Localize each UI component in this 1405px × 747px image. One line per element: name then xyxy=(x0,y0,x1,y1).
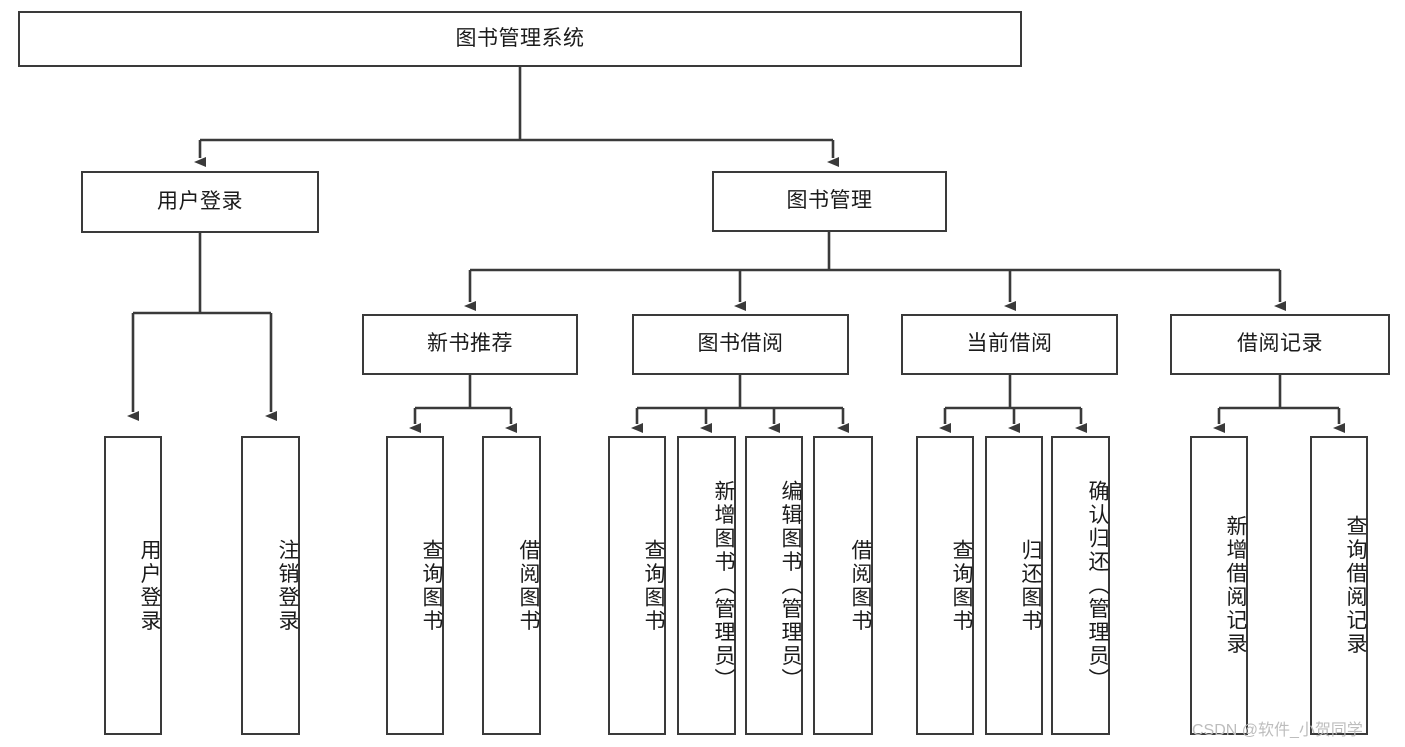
node-leaf-borrow-book-2-label: 借阅图书 xyxy=(849,538,872,633)
node-leaf-user-login[interactable]: 用户登录 xyxy=(104,436,162,735)
node-borrow-record[interactable]: 借阅记录 xyxy=(1170,314,1390,375)
node-leaf-query-book-2[interactable]: 查询图书 xyxy=(608,436,666,735)
node-leaf-confirm-return[interactable]: 确认归还（管理员） xyxy=(1051,436,1110,735)
node-new-book-recommend[interactable]: 新书推荐 xyxy=(362,314,578,375)
node-leaf-query-book-2-label: 查询图书 xyxy=(642,538,665,633)
node-leaf-query-book-1[interactable]: 查询图书 xyxy=(386,436,444,735)
node-root[interactable]: 图书管理系统 xyxy=(18,11,1022,67)
node-leaf-query-book-3-label: 查询图书 xyxy=(950,538,973,633)
node-leaf-confirm-return-label: 确认归还（管理员） xyxy=(1086,479,1109,692)
node-leaf-return-book-label: 归还图书 xyxy=(1019,538,1042,633)
node-book-management-label: 图书管理 xyxy=(786,189,873,213)
node-leaf-query-record[interactable]: 查询借阅记录 xyxy=(1310,436,1368,735)
node-leaf-borrow-book-1[interactable]: 借阅图书 xyxy=(482,436,541,735)
node-current-borrow-label: 当前借阅 xyxy=(966,332,1053,356)
node-leaf-return-book[interactable]: 归还图书 xyxy=(985,436,1043,735)
node-borrow-record-label: 借阅记录 xyxy=(1237,332,1323,356)
node-leaf-edit-book-label: 编辑图书（管理员） xyxy=(779,479,802,692)
node-leaf-logout-login[interactable]: 注销登录 xyxy=(241,436,300,735)
node-current-borrow[interactable]: 当前借阅 xyxy=(901,314,1118,375)
node-leaf-edit-book[interactable]: 编辑图书（管理员） xyxy=(745,436,803,735)
node-leaf-logout-login-label: 注销登录 xyxy=(276,538,299,633)
node-leaf-query-record-label: 查询借阅记录 xyxy=(1344,515,1367,656)
node-book-management[interactable]: 图书管理 xyxy=(712,171,947,232)
node-book-borrow[interactable]: 图书借阅 xyxy=(632,314,849,375)
node-leaf-add-record[interactable]: 新增借阅记录 xyxy=(1190,436,1248,735)
node-book-borrow-label: 图书借阅 xyxy=(697,332,784,356)
node-leaf-query-book-3[interactable]: 查询图书 xyxy=(916,436,974,735)
node-new-book-recommend-label: 新书推荐 xyxy=(427,332,513,356)
node-leaf-user-login-label: 用户登录 xyxy=(138,538,161,633)
node-leaf-add-book[interactable]: 新增图书（管理员） xyxy=(677,436,736,735)
node-user-login[interactable]: 用户登录 xyxy=(81,171,319,233)
node-user-login-label: 用户登录 xyxy=(157,189,243,213)
node-leaf-borrow-book-1-label: 借阅图书 xyxy=(517,538,540,633)
node-leaf-borrow-book-2[interactable]: 借阅图书 xyxy=(813,436,873,735)
node-leaf-add-record-label: 新增借阅记录 xyxy=(1224,515,1247,656)
node-leaf-add-book-label: 新增图书（管理员） xyxy=(712,479,735,692)
node-root-label: 图书管理系统 xyxy=(455,26,585,50)
node-leaf-query-book-1-label: 查询图书 xyxy=(420,538,443,633)
